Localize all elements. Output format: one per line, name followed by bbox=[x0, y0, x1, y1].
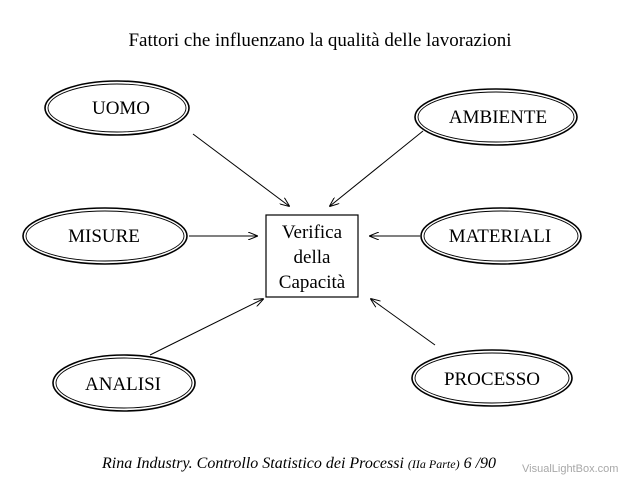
node-analisi-label: ANALISI bbox=[85, 374, 161, 395]
arrow-analisi bbox=[149, 299, 263, 356]
center-line-2: della bbox=[294, 247, 331, 268]
footer: Rina Industry. Controllo Statistico dei … bbox=[102, 455, 496, 473]
node-processo-label: PROCESSO bbox=[444, 369, 540, 390]
center-line-1: Verifica bbox=[282, 222, 343, 243]
center-line-3: Capacità bbox=[279, 272, 346, 293]
diagram-title: Fattori che influenzano la qualità delle… bbox=[128, 30, 512, 51]
node-uomo: UOMO bbox=[44, 80, 190, 136]
node-misure: MISURE bbox=[22, 207, 188, 265]
watermark-text: VisualLightBox.com bbox=[522, 463, 619, 475]
arrow-ambiente bbox=[330, 130, 424, 206]
node-processo: PROCESSO bbox=[411, 349, 573, 407]
node-materiali-label: MATERIALI bbox=[449, 226, 551, 247]
footer-part: (IIa Parte) bbox=[407, 457, 460, 471]
footer-main: Rina Industry. Controllo Statistico dei … bbox=[102, 455, 408, 472]
node-misure-label: MISURE bbox=[68, 226, 140, 247]
node-analisi: ANALISI bbox=[52, 354, 196, 412]
center-box: Verifica della Capacità bbox=[265, 214, 359, 298]
arrow-processo bbox=[371, 299, 436, 346]
node-materiali: MATERIALI bbox=[420, 207, 582, 265]
node-ambiente: AMBIENTE bbox=[414, 88, 578, 146]
node-ambiente-label: AMBIENTE bbox=[449, 107, 547, 128]
node-uomo-label: UOMO bbox=[92, 98, 150, 119]
arrow-uomo bbox=[192, 133, 289, 206]
footer-page: 6 /90 bbox=[459, 455, 497, 472]
